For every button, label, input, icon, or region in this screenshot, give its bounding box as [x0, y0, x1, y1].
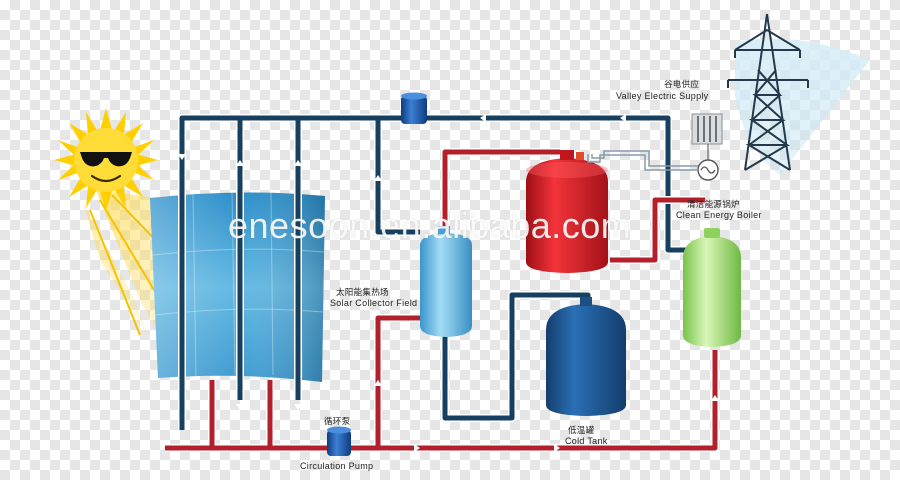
circulation-pump	[327, 426, 351, 456]
collector-label: Solar Collector Field	[330, 298, 418, 308]
collector-label-cn: 太阳能集热场	[336, 287, 389, 297]
pump-label-cn: 循环泵	[324, 416, 351, 426]
mid-tank	[420, 226, 472, 337]
flow-arrows	[178, 114, 719, 452]
watermark: enesoon.en.alibaba.com	[228, 205, 632, 246]
cold-tank-label: Cold Tank	[565, 436, 608, 446]
ac-supply-icon	[587, 144, 719, 181]
top-circulation-pump	[401, 92, 427, 124]
cold-tank	[546, 297, 626, 416]
sun-icon	[54, 108, 158, 212]
cold-tank-label-cn: 低温罐	[568, 425, 595, 435]
pump-label: Circulation Pump	[300, 461, 374, 471]
pylon-icon	[727, 13, 809, 171]
hot-tank	[526, 150, 608, 273]
clean-energy-boiler	[683, 228, 741, 347]
boiler-label-cn: 清洁能源锅炉	[687, 199, 740, 209]
pylon-backdrop	[735, 38, 870, 176]
valley-supply-label-cn: 谷电供应	[664, 79, 700, 89]
boiler-label: Clean Energy Boiler	[676, 210, 762, 220]
electric-heater-icon	[691, 113, 723, 145]
valley-supply-label: Valley Electric Supply	[616, 91, 709, 101]
sunglasses-icon	[80, 152, 132, 167]
